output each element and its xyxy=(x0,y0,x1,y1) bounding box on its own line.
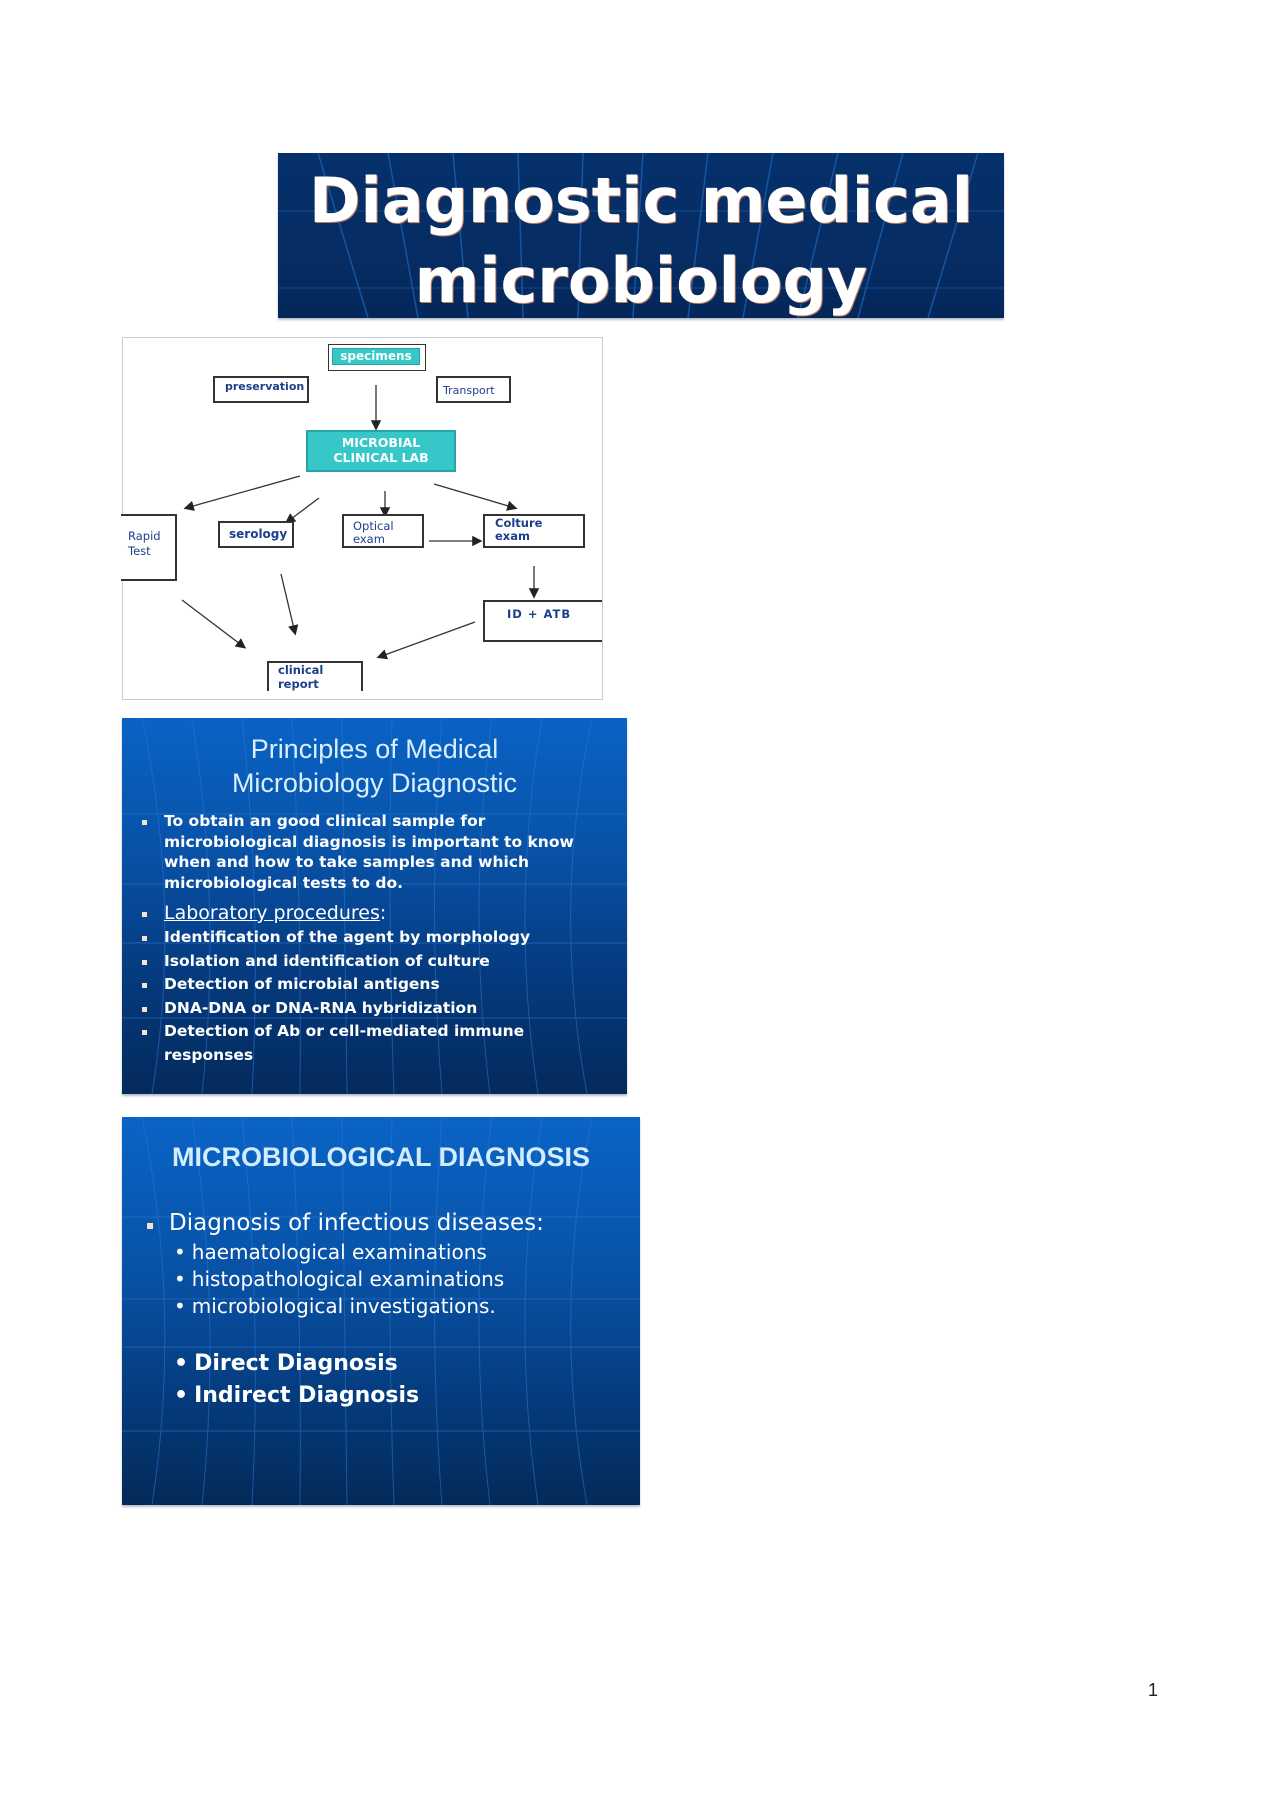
list-item: Detection of microbial antigens xyxy=(142,973,617,997)
procedure-text: DNA-DNA or DNA-RNA hybridization xyxy=(164,998,478,1017)
square-bullet-icon xyxy=(142,983,147,988)
rapid-line-2: Test xyxy=(128,544,151,558)
procedures-list: Identification of the agent by morpholog… xyxy=(142,926,617,1067)
list-item: Identification of the agent by morpholog… xyxy=(142,926,617,950)
optical-line-2: exam xyxy=(353,532,385,546)
node-specimens-label: specimens xyxy=(332,348,420,365)
node-transport: Transport xyxy=(436,376,511,403)
node-preservation: preservation xyxy=(213,376,309,403)
main-bullet-text: Diagnosis of infectious diseases: xyxy=(169,1210,544,1236)
lab-heading-colon: : xyxy=(379,902,387,924)
intro-text: To obtain an good clinical sample for mi… xyxy=(164,812,574,892)
node-culture-exam: Colture exam xyxy=(483,514,585,548)
square-bullet-icon xyxy=(142,820,147,825)
slide-title-line-2: Microbiology Diagnostic xyxy=(231,768,518,798)
node-optical-exam: Optical exam xyxy=(342,514,424,548)
square-bullet-icon xyxy=(142,912,147,917)
node-microbial-clinical-lab: MICROBIAL CLINICAL LAB xyxy=(306,430,456,472)
lab-heading-text: Laboratory procedures xyxy=(164,902,380,924)
procedure-text: Isolation and identification of culture xyxy=(164,951,490,970)
main-bullet: Diagnosis of infectious diseases: xyxy=(147,1209,544,1237)
diagram-arrows xyxy=(181,385,540,660)
slide-title-line-1: Principles of Medical xyxy=(250,734,499,764)
procedure-text: Detection of Ab or cell-mediated immune … xyxy=(164,1022,525,1064)
slide-body: Diagnosis of infectious diseases: haemat… xyxy=(147,1209,544,1412)
report-line-2: report xyxy=(278,677,319,691)
square-bullet-icon xyxy=(142,936,147,941)
list-item: Isolation and identification of culture xyxy=(142,950,617,974)
node-id-atb: ID + ATB xyxy=(483,600,602,642)
list-item: haematological examinations xyxy=(174,1239,544,1266)
node-rapid-test: Rapid Test xyxy=(121,514,177,581)
lab-line-1: MICROBIAL xyxy=(341,435,421,450)
lab-procedures-heading: Laboratory procedures: xyxy=(142,902,617,924)
slide-title: Principles of Medical Microbiology Diagn… xyxy=(122,732,627,800)
square-bullet-icon xyxy=(142,1006,147,1012)
rapid-line-1: Rapid xyxy=(128,529,161,543)
culture-line-2: exam xyxy=(495,529,530,543)
culture-line-1: Colture xyxy=(495,516,543,530)
report-line-1: clinical xyxy=(278,663,324,677)
slide-microbiological-diagnosis: MICROBIOLOGICAL DIAGNOSIS Diagnosis of i… xyxy=(122,1117,640,1505)
lab-workflow-diagram: specimens preservation Transport MICROBI… xyxy=(121,337,603,700)
slide-principles: Principles of Medical Microbiology Diagn… xyxy=(122,718,627,1094)
square-bullet-icon xyxy=(147,1223,153,1229)
list-item: histopathological examinations xyxy=(174,1266,544,1293)
slide-body: To obtain an good clinical sample for mi… xyxy=(142,811,617,1067)
square-bullet-icon xyxy=(142,959,147,965)
title-line-1: Diagnostic medical xyxy=(309,164,973,237)
lab-line-2: CLINICAL LAB xyxy=(333,450,429,465)
slide-title: MICROBIOLOGICAL DIAGNOSIS xyxy=(171,1142,590,1172)
procedure-text: Identification of the agent by morpholog… xyxy=(164,928,531,946)
square-bullet-icon xyxy=(142,1030,147,1035)
document-title: Diagnostic medical microbiology xyxy=(278,161,1004,318)
node-serology: serology xyxy=(218,521,294,548)
intro-bullet: To obtain an good clinical sample for mi… xyxy=(142,811,617,893)
title-banner: Diagnostic medical microbiology xyxy=(278,153,1004,318)
procedure-text: Detection of microbial antigens xyxy=(164,975,440,993)
diagnosis-types-list: Direct Diagnosis Indirect Diagnosis xyxy=(147,1348,544,1412)
sub-bullet-list: haematological examinations histopatholo… xyxy=(147,1239,544,1320)
list-item: Detection of Ab or cell-mediated immune … xyxy=(142,1020,617,1067)
list-item: Direct Diagnosis xyxy=(174,1348,544,1380)
node-specimens: specimens xyxy=(328,344,426,371)
page-number: 1 xyxy=(1148,1680,1159,1700)
title-line-2: microbiology xyxy=(414,244,868,317)
list-item: DNA-DNA or DNA-RNA hybridization xyxy=(142,997,617,1021)
node-clinical-report: clinical report xyxy=(267,661,363,691)
list-item: Indirect Diagnosis xyxy=(174,1380,544,1412)
list-item: microbiological investigations. xyxy=(174,1293,544,1320)
optical-line-1: Optical xyxy=(353,519,394,533)
